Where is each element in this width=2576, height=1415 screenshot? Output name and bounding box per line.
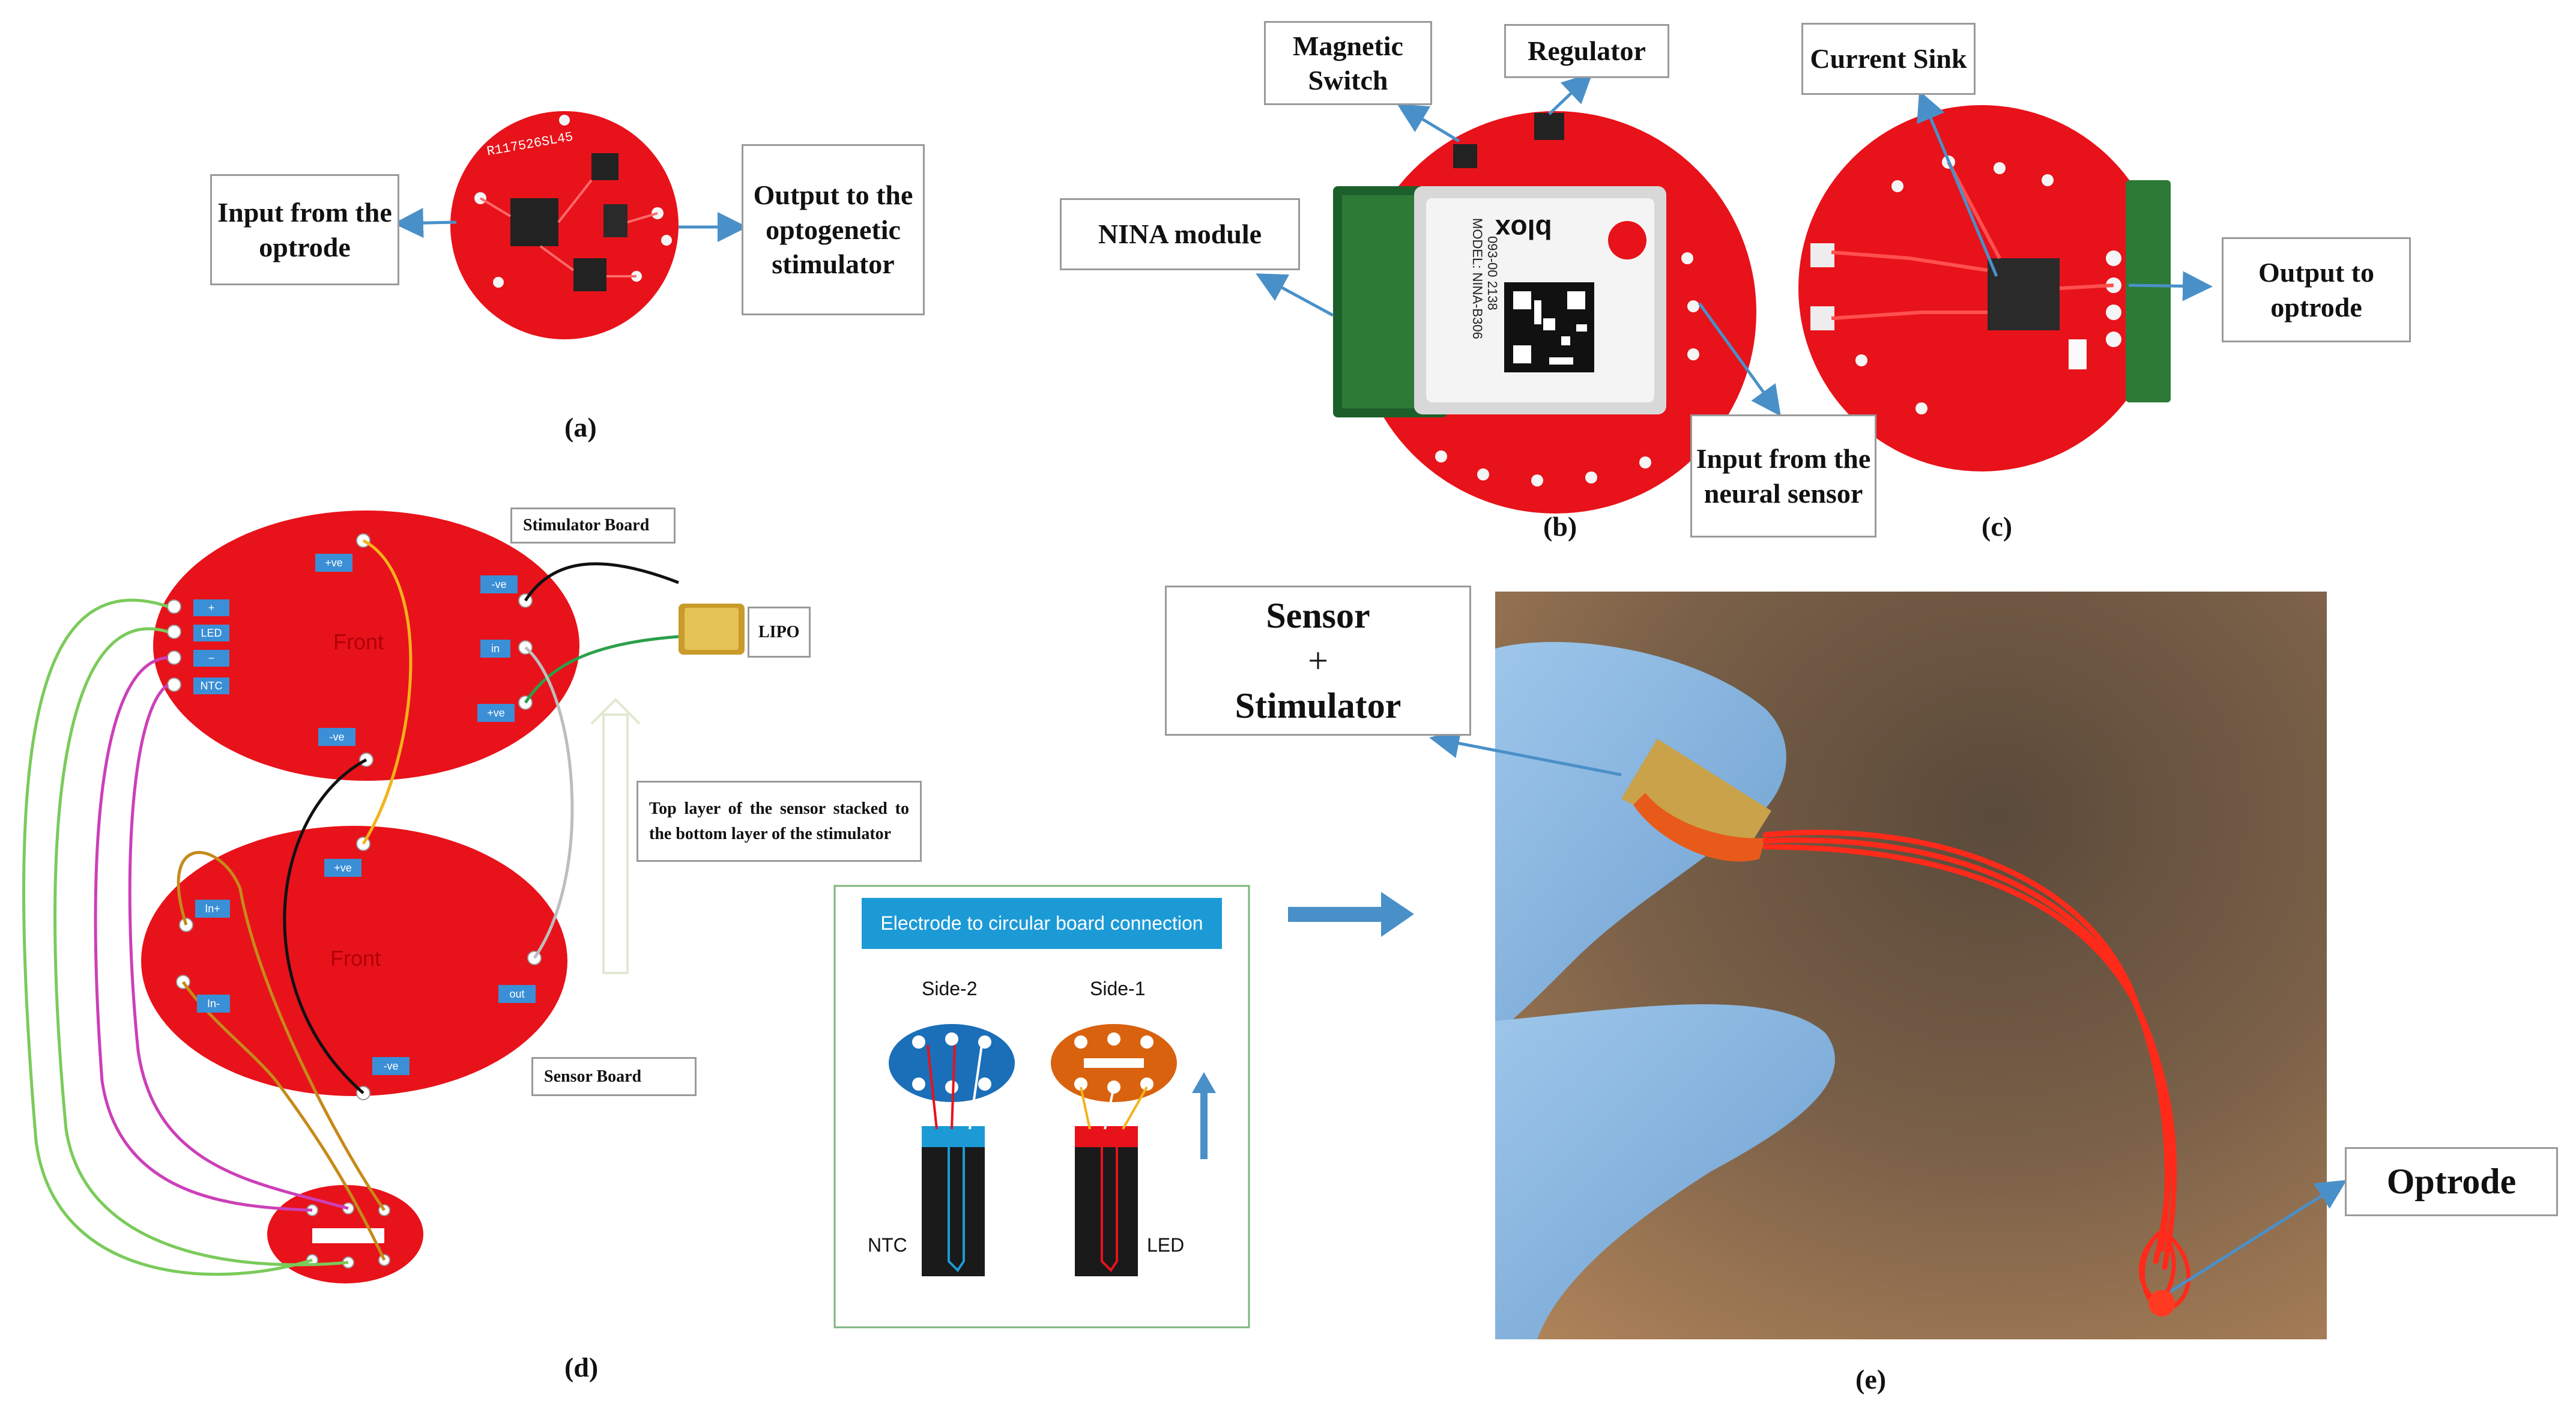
panel-label-a: (a) <box>564 412 597 443</box>
panel-label-e: (e) <box>1855 1364 1887 1395</box>
callout-output-stimulator: Output to the optogenetic stimulator <box>742 144 925 315</box>
callout-output-optrode: Output to optrode <box>2222 237 2411 342</box>
panel-b-board <box>1333 111 1756 514</box>
panel-e-photo <box>1495 592 2327 1339</box>
label-stimulator-board: Stimulator Board <box>510 508 676 544</box>
callout-sensor-stimulator: Sensor + Stimulator <box>1165 586 1471 736</box>
callout-nina-module: NINA module <box>1060 198 1300 270</box>
arrow-c-output <box>2128 271 2213 301</box>
callout-current-sink: Current Sink <box>1801 23 1976 95</box>
callout-optrode: Optrode <box>2345 1147 2558 1216</box>
module-code: 093-00 2138 <box>1485 236 1500 311</box>
electrode-title: Electrode to circular board connection <box>862 898 1222 949</box>
pad-bot-in-plus: In+ <box>195 900 230 918</box>
callout-sensor-line-3: Stimulator <box>1235 685 1401 726</box>
callout-regulator: Regulator <box>1504 24 1669 78</box>
pad-bot-plus-ve: +ve <box>324 859 361 877</box>
pad-top-minus-ve-2: -ve <box>318 728 355 746</box>
pad-bot-minus-ve: -ve <box>372 1057 410 1075</box>
pad-top-plus-ve-2: +ve <box>477 704 515 722</box>
electrode-panel <box>833 885 1250 1329</box>
pad-top-in: in <box>480 640 510 658</box>
arrow-b-nina <box>1256 273 1334 317</box>
arrow-e-optrode <box>2169 1180 2347 1293</box>
pad-top-minus-ve-1: -ve <box>480 575 518 593</box>
label-front-bottom: Front <box>330 946 381 971</box>
pad-plus: + <box>193 599 229 616</box>
panel-a-board <box>450 111 679 339</box>
arrow-b-magnetic <box>1397 103 1460 143</box>
arrow-c-current-sink <box>1917 90 1998 277</box>
pad-minus: − <box>193 650 229 667</box>
panel-label-c: (c) <box>1982 511 2013 542</box>
pad-top-plus-ve-1: +ve <box>315 554 352 572</box>
callout-sensor-line-2: + <box>1308 640 1328 680</box>
callout-magnetic-switch: Magnetic Switch <box>1264 21 1432 105</box>
pad-bot-in-minus: In- <box>197 995 230 1013</box>
label-led: LED <box>1147 1234 1185 1256</box>
panel-c-board <box>1798 105 2171 471</box>
pad-bot-out: out <box>498 985 536 1003</box>
flow-arrow <box>1288 892 1414 937</box>
callout-sensor-line-1: Sensor <box>1266 595 1370 635</box>
label-front-top: Front <box>333 629 384 654</box>
arrow-a-input <box>393 208 457 238</box>
arrow-e-sensor <box>1429 729 1622 777</box>
callout-input-optrode: Input from the optrode <box>210 174 399 285</box>
pad-ntc: NTC <box>193 677 229 694</box>
label-stack-note: Top layer of the sensor stacked to the b… <box>636 781 922 862</box>
arrow-b-regulator <box>1548 73 1593 115</box>
arrow-b-input <box>1698 302 1781 417</box>
panel-label-d: (d) <box>564 1352 599 1383</box>
module-brand: blox <box>1495 214 1552 245</box>
label-sensor-board: Sensor Board <box>531 1057 697 1096</box>
label-lipo: LIPO <box>748 607 811 658</box>
module-model: MODEL: NINA-B306 <box>1470 218 1485 339</box>
label-ntc: NTC <box>868 1234 907 1256</box>
label-side-1: Side-1 <box>1090 978 1146 999</box>
panel-d-diagram <box>22 511 745 1283</box>
label-side-2: Side-2 <box>922 978 978 999</box>
callout-input-neural: Input from the neural sensor <box>1690 414 1876 538</box>
panel-label-b: (b) <box>1543 511 1577 542</box>
pad-led: LED <box>193 625 229 641</box>
